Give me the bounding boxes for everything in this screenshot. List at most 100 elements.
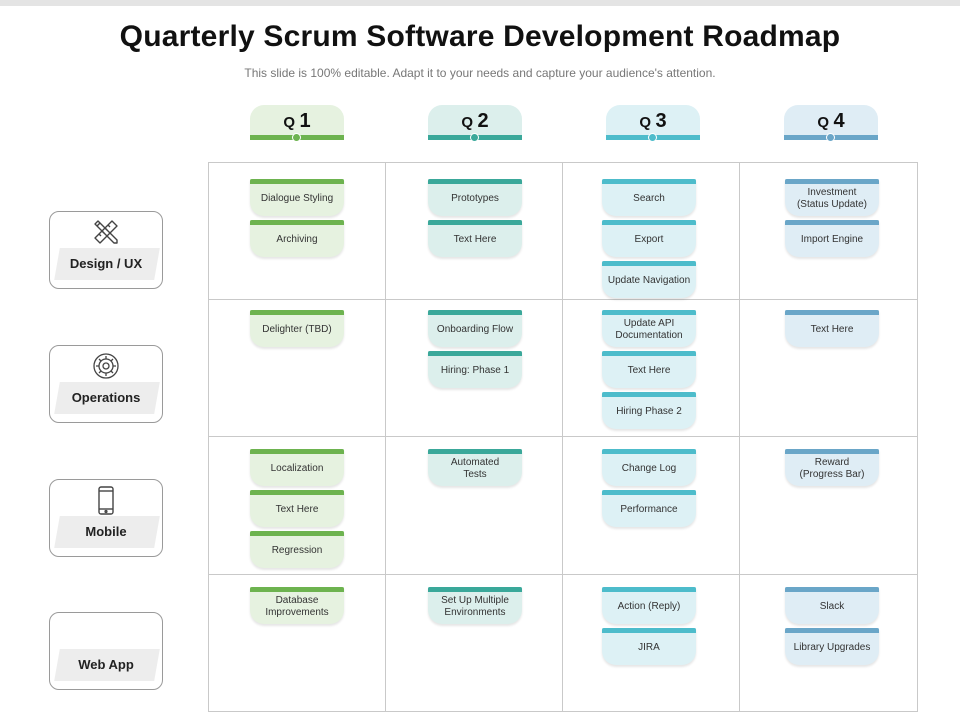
task-card-bar	[250, 179, 344, 184]
category-label: Web App	[78, 657, 134, 672]
task-card: Prototypes	[428, 179, 522, 216]
task-card-label: JIRA	[638, 642, 660, 653]
task-card: Regression	[250, 531, 344, 568]
task-card-bar	[785, 220, 879, 225]
task-card: Text Here	[602, 351, 696, 388]
quarter-header-background	[784, 105, 878, 137]
gear-cycle-icon	[93, 353, 119, 379]
quarter-marker-dot	[648, 133, 657, 142]
task-card-bar	[602, 351, 696, 356]
category-label: Design / UX	[69, 256, 143, 271]
task-card: Search	[602, 179, 696, 216]
task-card: Library Upgrades	[785, 628, 879, 665]
task-card-label: Import Engine	[800, 234, 864, 245]
task-card-bar	[250, 220, 344, 225]
grid-row-divider	[208, 574, 918, 575]
task-card-bar	[250, 587, 344, 592]
task-card-label: Prototypes	[451, 193, 499, 204]
task-card: Export	[602, 220, 696, 257]
task-card-bar	[428, 310, 522, 315]
task-card: Investment(Status Update)	[785, 179, 879, 216]
task-card-bar	[602, 490, 696, 495]
task-card-label: Investment(Status Update)	[796, 187, 868, 210]
task-card-bar	[602, 392, 696, 397]
task-card: Onboarding Flow	[428, 310, 522, 347]
task-card: Action (Reply)	[602, 587, 696, 624]
task-card-bar	[602, 310, 696, 315]
quarter-header-q2: Q 2	[428, 105, 522, 143]
quarter-header-q3: Q 3	[606, 105, 700, 143]
task-card-bar	[428, 449, 522, 454]
task-card: Text Here	[428, 220, 522, 257]
quarter-header-background	[428, 105, 522, 137]
task-card-label: Text Here	[275, 504, 319, 515]
task-card-label: Search	[633, 193, 665, 204]
task-card-bar	[785, 587, 879, 592]
grid-column-divider	[739, 162, 740, 712]
task-card: Localization	[250, 449, 344, 486]
quarter-header-q1: Q 1	[250, 105, 344, 143]
task-card-label: Text Here	[627, 365, 671, 376]
quarter-label: Q 2	[461, 110, 489, 132]
quarter-label: Q 3	[639, 110, 667, 132]
task-card: Slack	[785, 587, 879, 624]
task-card-label: Hiring: Phase 1	[440, 365, 510, 376]
task-card-label: Performance	[620, 504, 678, 515]
task-card: Text Here	[250, 490, 344, 527]
smartphone-icon	[98, 486, 114, 515]
task-card-bar	[785, 179, 879, 184]
task-card-bar	[602, 220, 696, 225]
task-card: Hiring Phase 2	[602, 392, 696, 429]
task-card-label: Library Upgrades	[793, 642, 871, 653]
task-card-bar	[250, 531, 344, 536]
quarter-header-q4: Q 4	[784, 105, 878, 143]
task-card-bar	[602, 261, 696, 266]
grid-column-divider	[562, 162, 563, 712]
task-card-bar	[602, 179, 696, 184]
quarter-label: Q 1	[283, 110, 311, 132]
grid-row-divider	[208, 299, 918, 300]
task-card-label: Regression	[271, 545, 323, 556]
task-card: Performance	[602, 490, 696, 527]
task-card: Archiving	[250, 220, 344, 257]
task-card: Import Engine	[785, 220, 879, 257]
page-subtitle: This slide is 100% editable. Adapt it to…	[244, 66, 716, 80]
category-design-ux: Design / UX	[49, 211, 163, 289]
top-accent-bar	[0, 0, 960, 6]
roadmap-grid	[208, 162, 918, 712]
quarter-marker-dot	[470, 133, 479, 142]
task-card-bar	[250, 449, 344, 454]
page-title: Quarterly Scrum Software Development Roa…	[119, 20, 841, 53]
task-card: Dialogue Styling	[250, 179, 344, 216]
task-card-bar	[602, 449, 696, 454]
task-card-label: Text Here	[453, 234, 497, 245]
task-card-bar	[785, 628, 879, 633]
task-card: Reward(Progress Bar)	[785, 449, 879, 486]
category-web-app: Web App	[49, 612, 163, 690]
task-card-label: Update Navigation	[607, 275, 691, 286]
task-card-bar	[428, 179, 522, 184]
task-card-bar	[428, 587, 522, 592]
pencil-ruler-icon	[94, 220, 118, 244]
category-label: Operations	[71, 390, 141, 405]
task-card-bar	[785, 310, 879, 315]
task-card: Hiring: Phase 1	[428, 351, 522, 388]
task-card-label: Archiving	[276, 234, 318, 245]
task-card-label: Action (Reply)	[617, 601, 681, 612]
task-card-label: Dialogue Styling	[260, 193, 334, 204]
quarter-marker-dot	[826, 133, 835, 142]
task-card-bar	[602, 587, 696, 592]
task-card-label: Localization	[270, 463, 324, 474]
task-card-label: Hiring Phase 2	[616, 406, 682, 417]
task-card-label: Change Log	[621, 463, 677, 474]
task-card: Update Navigation	[602, 261, 696, 298]
category-mobile: Mobile	[49, 479, 163, 557]
grid-row-divider	[208, 436, 918, 437]
task-card-label: Delighter (TBD)	[262, 324, 332, 335]
task-card-bar	[428, 351, 522, 356]
category-label: Mobile	[85, 524, 127, 539]
